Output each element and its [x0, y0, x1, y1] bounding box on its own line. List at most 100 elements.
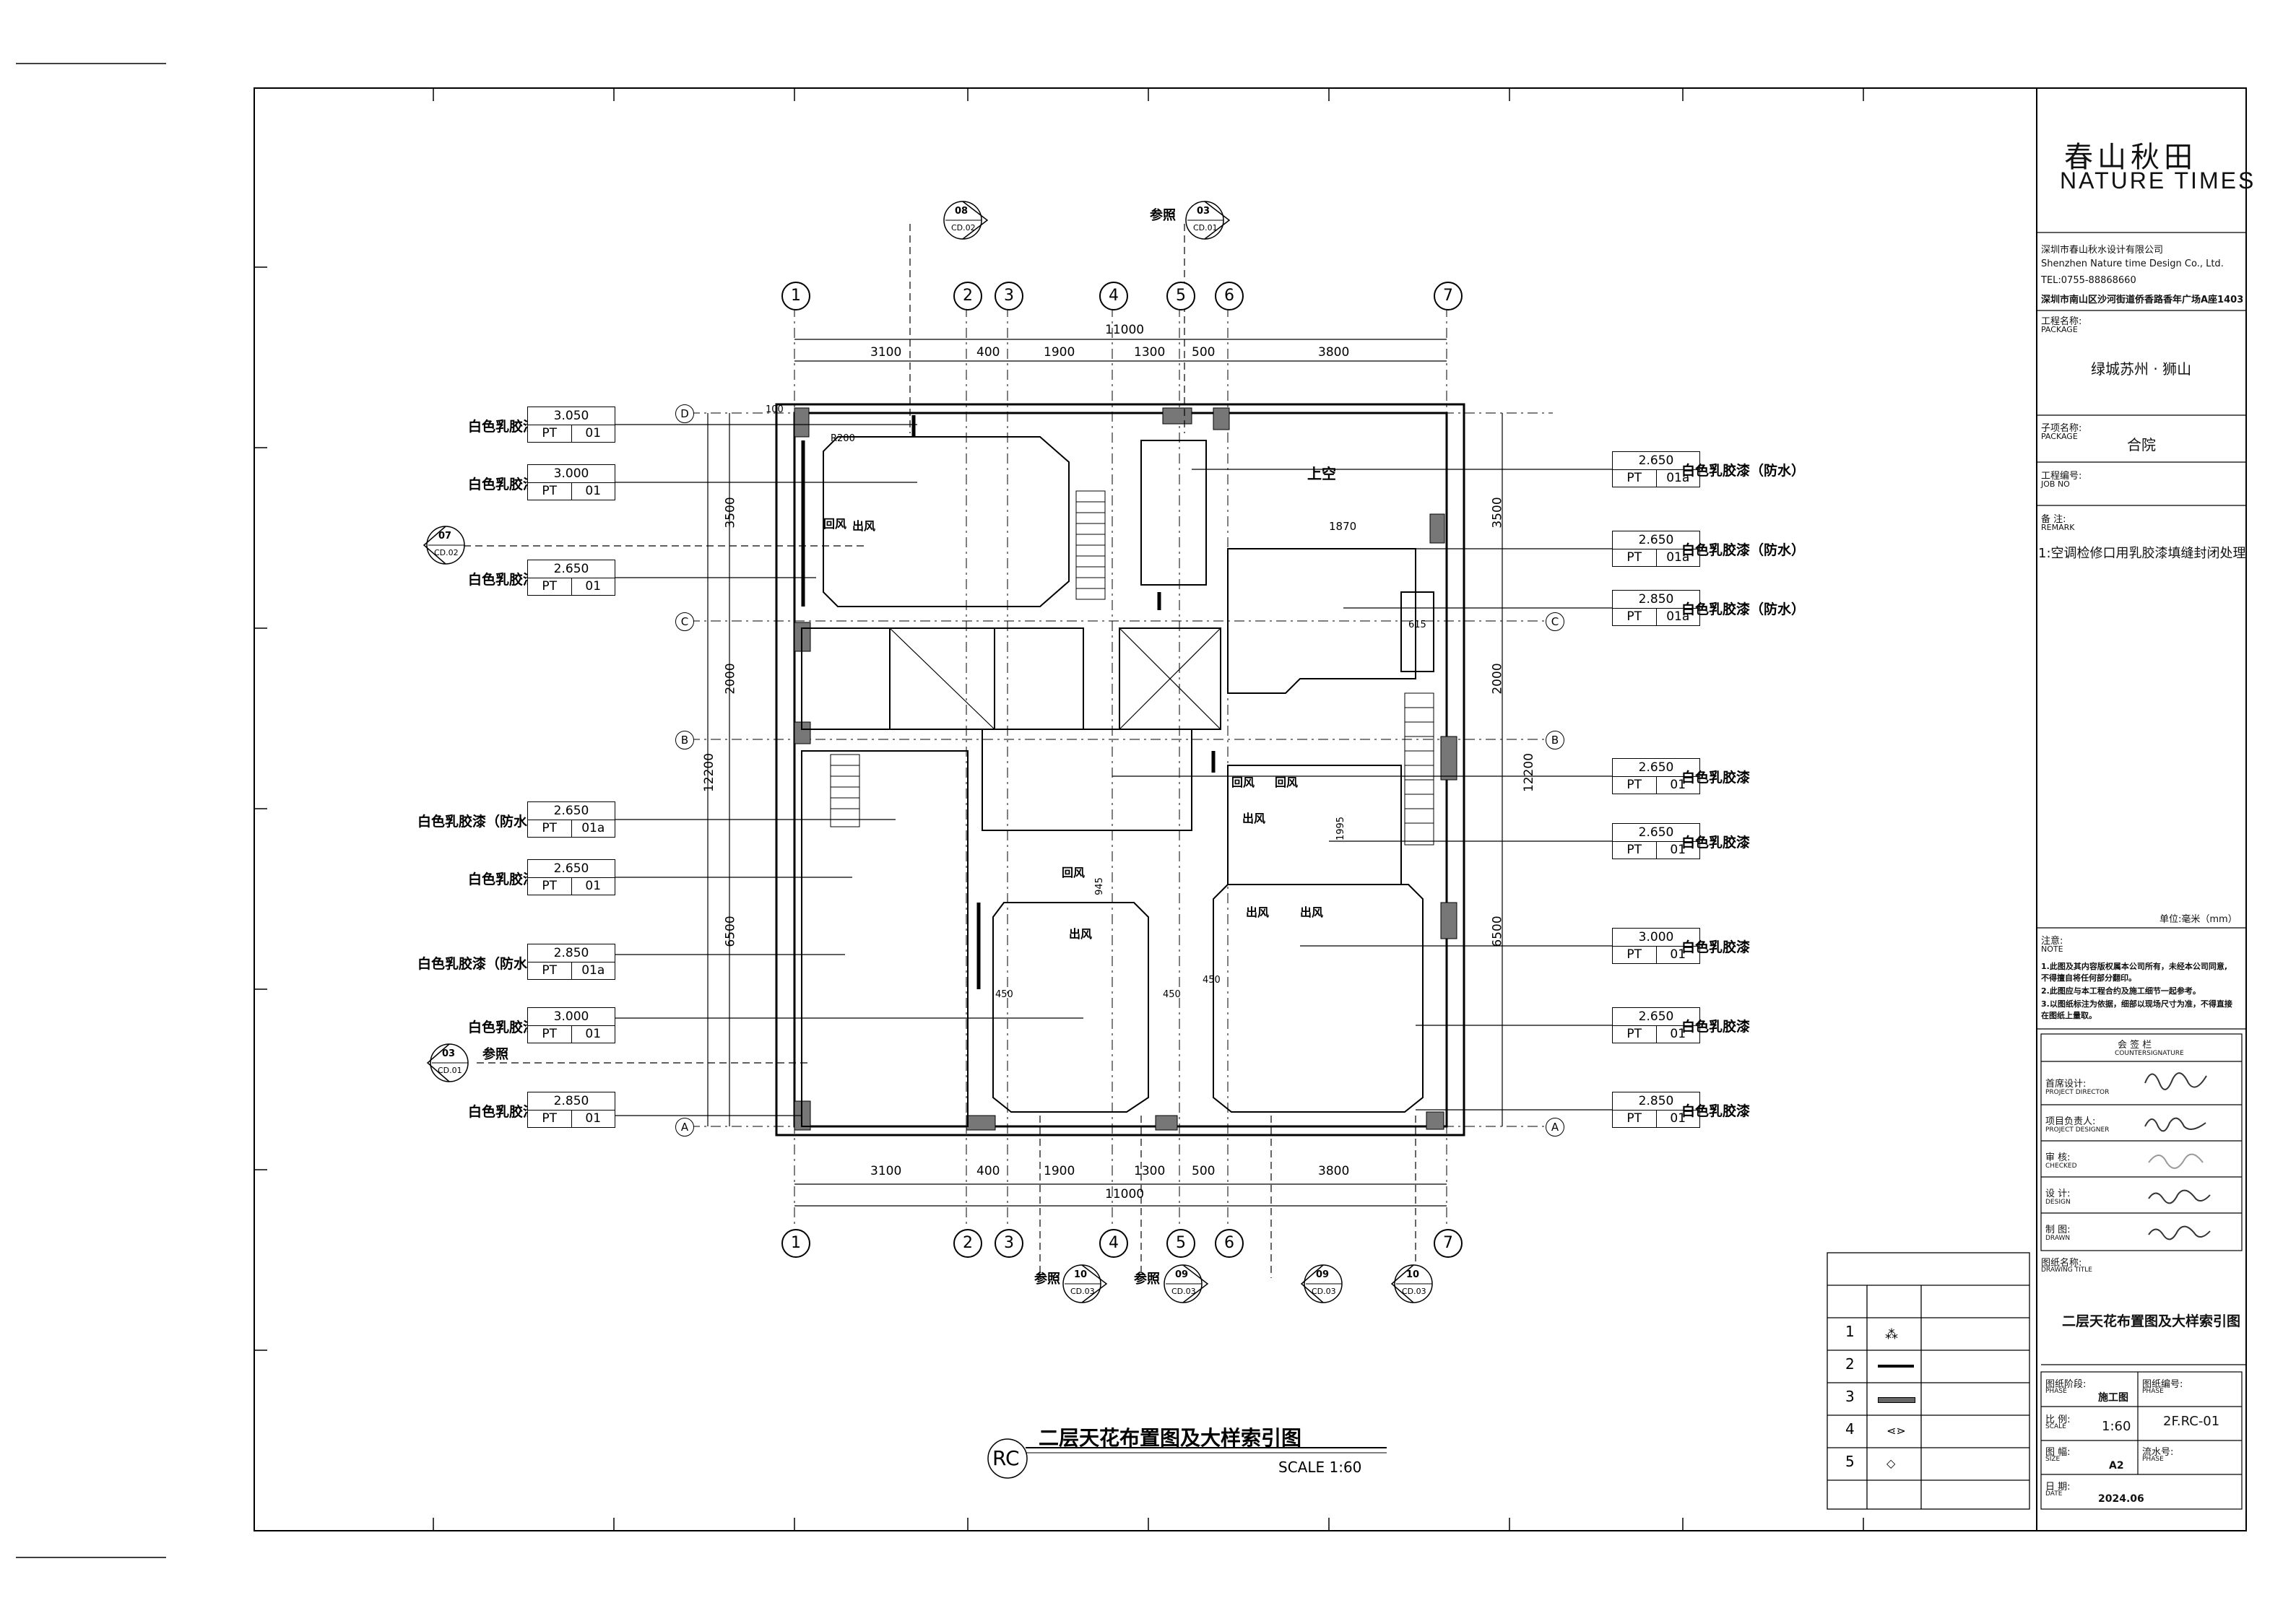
- tag-code: PT: [1613, 469, 1657, 487]
- dim-top-4: 1300: [1134, 345, 1166, 360]
- role-director-cn: 首席设计:: [2045, 1079, 2087, 1090]
- room-label-return-2: 回风: [1062, 866, 1086, 879]
- tag-num: 01: [585, 1027, 602, 1041]
- tag-code: PT: [1613, 1110, 1657, 1127]
- tag-height: 2.650: [528, 860, 615, 878]
- drawing-no-value: 2F.RC-01: [2163, 1414, 2220, 1429]
- tag-code: PT: [528, 425, 572, 442]
- right-tag-label-2: 白色乳胶漆（防水）: [1681, 542, 1806, 558]
- dim-top-2: 400: [976, 345, 1000, 360]
- dim-bottom-1: 3100: [870, 1164, 902, 1178]
- role-checked-en: CHECKED: [2045, 1162, 2077, 1170]
- dim-bottom-2: 400: [976, 1164, 1000, 1178]
- tag-num: 01: [1670, 947, 1686, 962]
- room-label-supply-4: 出风: [1300, 905, 1324, 919]
- section-ref-shape: [423, 526, 465, 565]
- company-tel: TEL:0755-88868660: [2041, 275, 2136, 286]
- grid-col-2: 2: [953, 282, 982, 310]
- section-ref-10-bottom-b[interactable]: 10 CD.03: [1390, 1262, 1434, 1305]
- legend-num-3: 3: [1845, 1388, 1855, 1405]
- room-label-void: 上空: [1307, 465, 1336, 482]
- role-designer-en: PROJECT DESIGNER: [2045, 1126, 2110, 1134]
- grid-col-5-bottom: 5: [1166, 1229, 1195, 1258]
- section-ref-sheet: CD.03: [1070, 1287, 1095, 1296]
- section-ref-num: 08: [955, 206, 969, 217]
- dim-1995: 1995: [1335, 816, 1347, 841]
- remark-label-cn: 备 注:: [2041, 514, 2066, 525]
- drawing-scale: SCALE 1:60: [1278, 1459, 1362, 1476]
- section-ref-08-top[interactable]: 08 CD.02: [943, 199, 989, 242]
- note-label-cn: 注意:: [2041, 936, 2063, 947]
- left-tag-label-6: 白色乳胶漆（防水）: [417, 956, 542, 972]
- grid-row-c: C: [675, 612, 694, 631]
- left-tag-label-5: 白色乳胶漆: [468, 872, 537, 887]
- section-ref-shape: [1164, 1264, 1209, 1303]
- tag-num: 01: [1670, 1111, 1686, 1126]
- tag-code: PT: [528, 1110, 572, 1127]
- drawing-caption-code: RC: [992, 1446, 1020, 1470]
- legend-num-2: 2: [1845, 1355, 1855, 1373]
- grid-col-1-bottom: 1: [781, 1229, 810, 1258]
- left-tag-label-3: 白色乳胶漆: [468, 572, 537, 588]
- scale-label-en: SCALE: [2045, 1423, 2066, 1430]
- right-tag-label-4: 白色乳胶漆: [1681, 770, 1751, 786]
- tag-code: PT: [1613, 776, 1657, 794]
- package-label-en: PACKAGE: [2041, 325, 2078, 334]
- role-director-en: PROJECT DIRECTOR: [2045, 1089, 2110, 1096]
- room-label-return-3: 回风: [1231, 775, 1255, 789]
- dim-top-1: 3100: [870, 345, 902, 360]
- legend-num-4: 4: [1845, 1420, 1855, 1438]
- section-ref-09-bottom-b[interactable]: 09 CD.03: [1300, 1262, 1343, 1305]
- right-tag-label-8: 白色乳胶漆: [1681, 1103, 1751, 1119]
- serial-label-en: PHASE: [2142, 1456, 2164, 1463]
- section-ref-03-left[interactable]: 03 CD.01: [426, 1041, 469, 1085]
- grid-row-a: A: [675, 1118, 694, 1137]
- section-ref-09-bottom-a[interactable]: 09 CD.03: [1163, 1262, 1209, 1305]
- grid-row-b-right: B: [1546, 731, 1564, 749]
- note-line-5: 在图纸上量取。: [2041, 1011, 2097, 1020]
- left-tag-label-2: 白色乳胶漆: [468, 477, 537, 492]
- remark-label-en: REMARK: [2041, 523, 2075, 532]
- dim-top-5: 500: [1192, 345, 1216, 360]
- grid-col-4-bottom: 4: [1099, 1229, 1128, 1258]
- sub-package-label-en: PACKAGE: [2041, 432, 2078, 441]
- section-ref-shape: [943, 201, 989, 240]
- section-ref-sheet: CD.03: [1312, 1287, 1336, 1296]
- size-label-cn: 图 幅:: [2045, 1447, 2071, 1458]
- phase-value: 施工图: [2098, 1392, 2128, 1404]
- tag-height: 2.850: [528, 944, 615, 962]
- section-ref-03-top[interactable]: 03 CD.01: [1184, 199, 1231, 242]
- tag-height: 3.000: [528, 1008, 615, 1026]
- note-label-en: NOTE: [2041, 944, 2063, 954]
- section-ref-num: 09: [1175, 1269, 1189, 1280]
- dim-615: 615: [1408, 620, 1426, 630]
- section-ref-07-left[interactable]: 07 CD.02: [423, 523, 466, 567]
- spot-light-icon: ⁂: [1885, 1327, 1898, 1342]
- scale-label-cn: 比 例:: [2045, 1414, 2071, 1425]
- logo-cn: 春山秋田: [2064, 141, 2197, 174]
- drawing-title: 二层天花布置图及大样索引图: [2062, 1313, 2241, 1329]
- tag-code: PT: [528, 578, 572, 595]
- countersign-label-en: COUNTERSIGNATURE: [2115, 1050, 2184, 1057]
- role-drawn-en: DRAWN: [2045, 1235, 2071, 1242]
- tag-height: 2.650: [528, 560, 615, 578]
- section-ref-10-bottom-a[interactable]: 10 CD.03: [1062, 1262, 1108, 1305]
- tag-num: 01a: [1666, 609, 1690, 624]
- tag-num: 01: [585, 579, 602, 594]
